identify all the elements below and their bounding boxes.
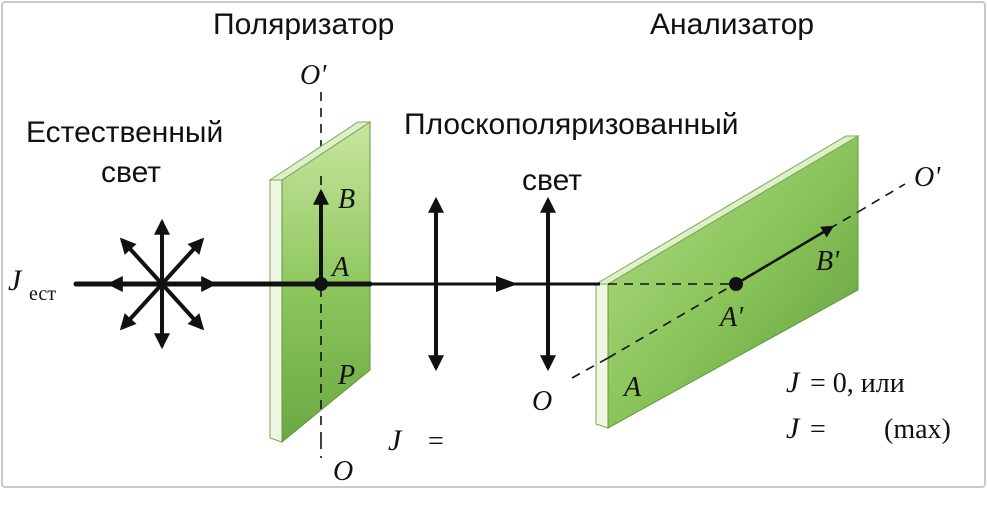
point-a-label: A xyxy=(330,252,350,283)
result-intensity-equals: = xyxy=(810,414,826,445)
point-a-prime-dot xyxy=(729,277,743,291)
result-intensity-symbol-1: J xyxy=(786,366,801,399)
plane-polarized-label-line1: Плоскополяризованный xyxy=(404,108,739,141)
analyzer-axis-upper xyxy=(857,183,906,213)
middle-intensity-equals: = xyxy=(428,426,444,457)
natural-intensity-symbol: J xyxy=(8,264,23,297)
polarizer-axis-top-label: O' xyxy=(300,60,327,91)
analyzer-axis-left-label: O xyxy=(532,386,552,417)
result-intensity-max: (max) xyxy=(884,414,951,445)
polarized-beam-arrowhead xyxy=(496,276,518,292)
result-intensity-symbol-2: J xyxy=(786,412,801,445)
natural-light-label-line2: свет xyxy=(101,156,161,189)
point-a-dot xyxy=(314,277,328,291)
point-a-prime-label: A' xyxy=(718,302,744,333)
analyzer-point-a-label: A xyxy=(622,372,642,403)
diagram-frame xyxy=(1,1,986,488)
analyzer-axis-right-label: O' xyxy=(914,162,941,193)
point-b-label: B xyxy=(338,184,355,215)
analyzer-axis-lower xyxy=(571,357,609,379)
point-b-prime-label: B' xyxy=(816,246,840,277)
natural-light-label-line1: Естественный xyxy=(26,116,223,149)
natural-intensity-subscript: ест xyxy=(29,283,56,305)
result-intensity-zero-or: = 0, или xyxy=(810,368,905,399)
point-p-label: P xyxy=(337,360,355,391)
plane-polarized-label-line2: свет xyxy=(522,164,582,197)
polarizer-heading: Поляризатор xyxy=(213,8,394,41)
natural-light-vibrations xyxy=(106,218,218,350)
polarizer-axis-bottom-label: O xyxy=(333,456,353,487)
analyzer-transmission-arrow xyxy=(735,225,835,286)
middle-intensity-symbol: J xyxy=(388,424,403,457)
analyzer-heading: Анализатор xyxy=(650,8,814,41)
